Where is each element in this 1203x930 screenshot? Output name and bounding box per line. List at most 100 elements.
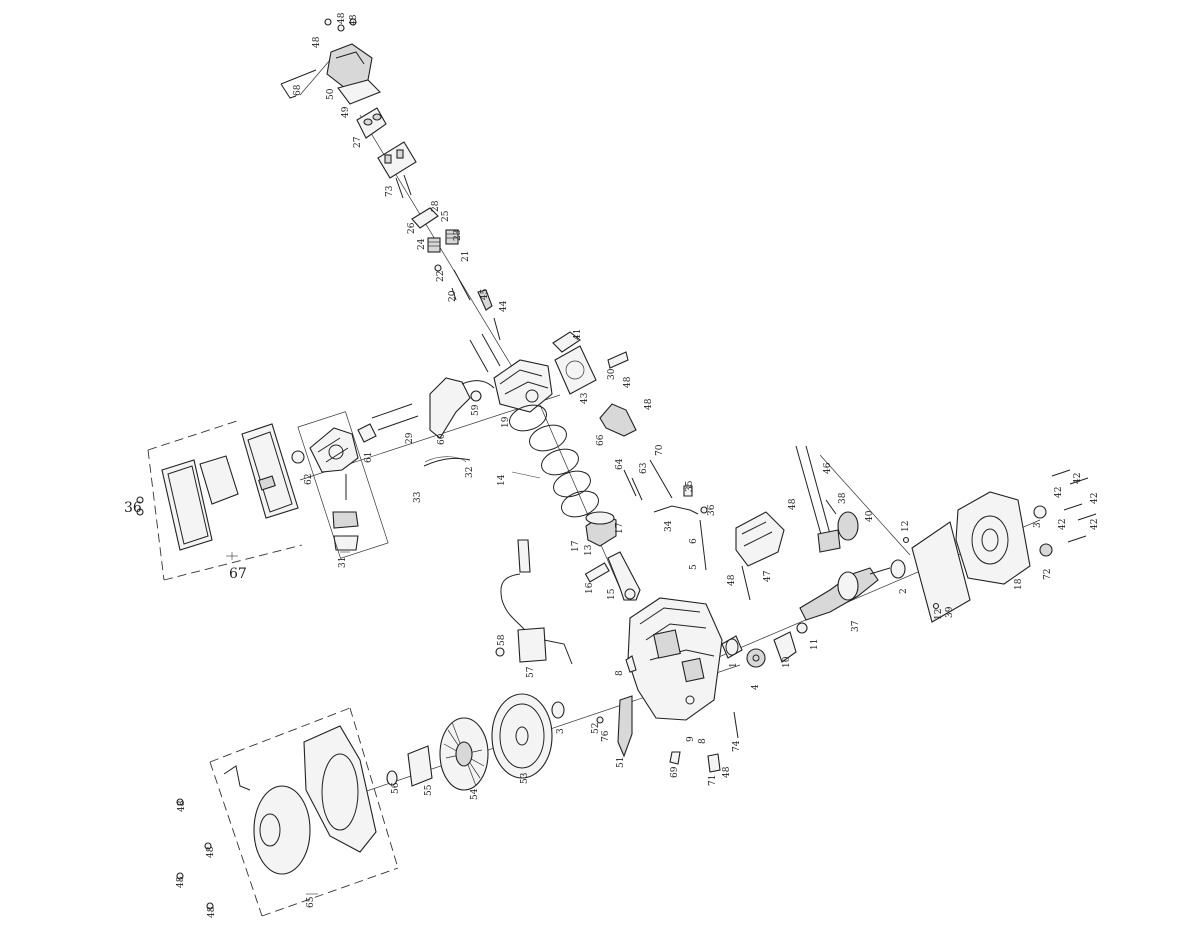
callout-label: 48 <box>206 846 216 858</box>
callout-label: 8 <box>615 670 625 676</box>
callout-label: 11 <box>810 639 820 650</box>
governor-arm <box>599 403 637 437</box>
callout-label: 14 <box>497 474 507 486</box>
governor-gear <box>773 631 797 663</box>
callout-label: 48 <box>176 876 186 888</box>
cylinder-head <box>493 359 553 413</box>
carburetor-gasket <box>357 423 377 443</box>
starter-housing <box>303 725 377 853</box>
callout-label: 39 <box>945 606 955 618</box>
callout-label: 48 <box>644 398 654 410</box>
callout-label: 48 <box>337 12 347 24</box>
callout-label: 29 <box>405 432 415 444</box>
push-rods <box>469 317 501 373</box>
callout-label: 2 <box>899 588 909 594</box>
callout-label: 28 <box>431 200 441 212</box>
leader-lines <box>226 551 350 895</box>
callout-label: 17 <box>571 540 581 552</box>
governor-linkage <box>623 459 708 571</box>
air-filter-element <box>199 455 239 505</box>
callout-label: 42 <box>1058 519 1068 530</box>
callout-label: 47 <box>763 570 773 582</box>
exhaust-port-plate <box>552 331 581 353</box>
callout-label: 4 <box>751 684 761 690</box>
ignition-coil <box>517 627 547 663</box>
callout-label: 5 <box>689 564 699 570</box>
callout-label: 25 <box>441 210 451 222</box>
ignition-coil-group <box>495 539 573 665</box>
callout-label: 23 <box>453 229 463 241</box>
callout-label: 46 <box>823 462 833 474</box>
callout-label: 62 <box>304 474 314 485</box>
callout-label: 40 <box>865 510 875 522</box>
main-bearing <box>890 559 906 579</box>
callout-label: 52 <box>591 723 601 734</box>
callout-label: 42 <box>1073 473 1083 484</box>
callout-label: 70 <box>655 444 665 456</box>
camshaft-gear <box>746 648 766 668</box>
callout-label: 65 <box>306 896 316 908</box>
valve-spring-retainer <box>411 207 439 229</box>
crankcase-cover <box>955 491 1031 585</box>
callout-label: 48 <box>623 376 633 388</box>
callout-label: 44 <box>499 300 509 312</box>
crankcase <box>627 597 723 721</box>
carb-bowl-cup <box>333 535 359 551</box>
spark-plug <box>477 289 493 311</box>
callout-label: 37 <box>851 620 861 632</box>
spark-plug-cap <box>517 539 531 573</box>
callout-label: 20 <box>448 290 458 302</box>
callout-label: 45 <box>480 288 490 300</box>
callout-label: 12 <box>901 521 911 532</box>
callout-label: 32 <box>465 467 475 478</box>
callout-label: 3 <box>1033 522 1043 528</box>
cam-follower-plate <box>625 655 637 673</box>
callout-label: 12 <box>934 609 944 620</box>
flywheel-seal <box>551 701 565 719</box>
callout-label: 60 <box>437 433 447 445</box>
flywheel-group <box>386 693 739 791</box>
callout-label: 34 <box>664 520 674 532</box>
callout-label: 22 <box>436 271 446 282</box>
callout-label: 13 <box>584 544 594 556</box>
callout-label: 33 <box>413 491 423 503</box>
callout-label: 73 <box>385 185 395 197</box>
callout-label: 66 <box>596 434 606 446</box>
callout-label: 35 <box>685 480 695 492</box>
starter-pulley <box>407 745 433 787</box>
carburetor <box>309 427 359 473</box>
air-filter-group <box>136 419 303 581</box>
connecting-rod <box>607 551 641 601</box>
callout-label: 48 <box>788 498 798 510</box>
piston-rings <box>509 404 599 518</box>
callout-label: 17 <box>615 522 625 534</box>
valve-cover-gasket <box>337 79 381 105</box>
callout-label: 26 <box>407 222 417 234</box>
callout-label: 3 <box>556 728 566 734</box>
callout-label: 59 <box>471 404 481 416</box>
callout-label: 6 <box>689 538 699 544</box>
callout-label: 19 <box>501 416 511 428</box>
callout-label: 63 <box>639 462 649 474</box>
piston-pin <box>584 562 610 583</box>
piston-group <box>509 404 641 601</box>
intake-manifold <box>429 377 471 439</box>
callout-label: 56 <box>391 782 401 794</box>
callout-label: 8 <box>698 738 708 744</box>
head-gasket <box>554 345 597 395</box>
rocker-arm-set <box>377 141 417 179</box>
callout-label: 64 <box>615 458 625 470</box>
cylinder-head-group <box>357 331 637 443</box>
callout-label: 51 <box>616 757 626 768</box>
recoil-starter-drum <box>253 785 311 875</box>
callout-label: 31 <box>338 557 348 568</box>
callout-label: 48 <box>312 36 322 48</box>
callout-label: 18 <box>1014 578 1024 590</box>
air-filter-base <box>241 423 299 519</box>
callout-label: 67 <box>229 566 247 582</box>
callout-label: 15 <box>607 588 617 600</box>
carburetor-group <box>291 411 471 559</box>
callout-label: 41 <box>573 329 583 340</box>
callout-label: 10 <box>782 656 792 668</box>
